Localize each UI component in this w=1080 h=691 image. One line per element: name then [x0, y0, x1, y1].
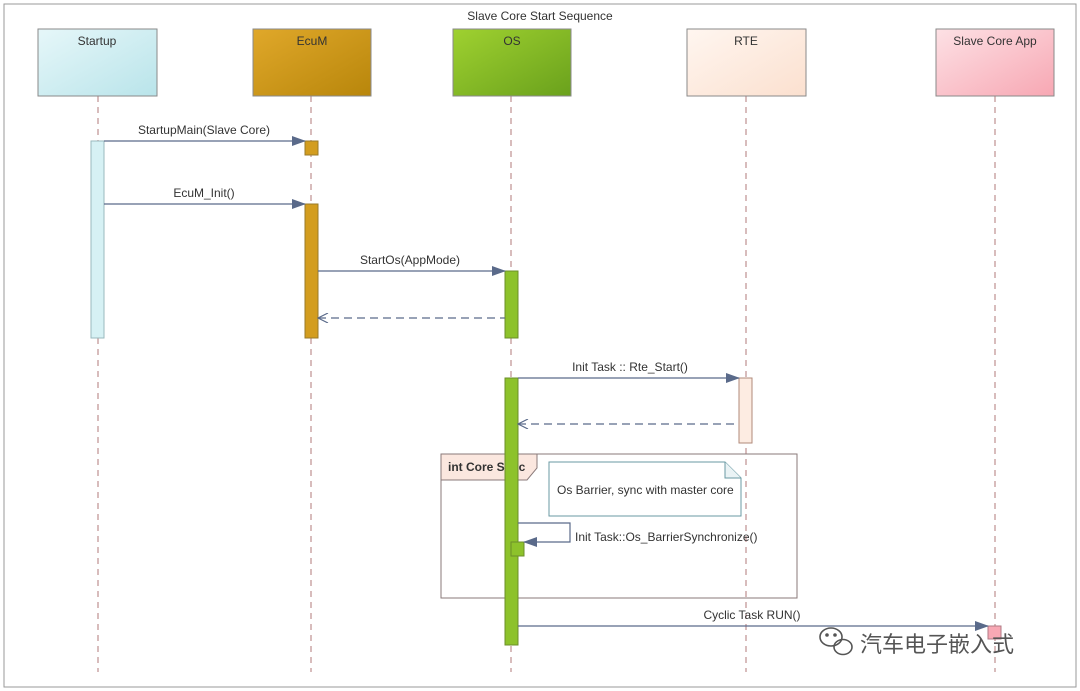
activation-startup [90, 140, 105, 339]
message-label-rte-start: Init Task :: Rte_Start() [572, 360, 688, 374]
lifeline-ecum-label: EcuM [297, 34, 328, 48]
diagram-frame [3, 3, 1077, 688]
lifeline-os-box [452, 28, 572, 97]
lifeline-ecum-box [252, 28, 372, 97]
lifeline-os-label: OS [503, 34, 520, 48]
diagram-title: Slave Core Start Sequence [467, 9, 613, 23]
activation-os-self [510, 541, 525, 557]
note: Os Barrier, sync with master core [548, 461, 742, 517]
message-label-cyclic-task: Cyclic Task RUN() [703, 608, 800, 622]
message-label-ecum-init: EcuM_Init() [173, 186, 234, 200]
lifeline-rte-label: RTE [734, 34, 758, 48]
message-labels: StartupMain(Slave Core) EcuM_Init() Star… [138, 123, 801, 622]
lifeline-startup-box [37, 28, 158, 97]
activation-app [987, 625, 1002, 640]
message-label-barrier: Init Task::Os_BarrierSynchronize() [575, 530, 758, 544]
watermark-text: 汽车电子嵌入式 [860, 633, 1014, 658]
activation-ecum-2 [304, 203, 319, 339]
lifeline-app-box [935, 28, 1055, 97]
note-text: Os Barrier, sync with master core [557, 483, 734, 497]
activation-ecum-1 [304, 140, 319, 156]
note-fold [724, 462, 741, 479]
lifeline-app-label: Slave Core App [953, 34, 1037, 48]
message-barrier-self-arrow [518, 522, 571, 547]
activation-rte [738, 377, 753, 444]
lifeline-startup-label: Startup [78, 34, 117, 48]
activation-os-2 [504, 377, 519, 646]
lifeline-heads: Startup EcuM OS RTE Slave Core App [37, 28, 1055, 97]
wechat-icon [819, 627, 853, 656]
note-box [548, 461, 742, 517]
watermark: 汽车电子嵌入式 [819, 627, 1014, 658]
fragment-frame [440, 453, 798, 599]
lifeline-rte-box [686, 28, 807, 97]
message-label-startos: StartOs(AppMode) [360, 253, 460, 267]
messages [104, 136, 989, 631]
message-label-startupmain: StartupMain(Slave Core) [138, 123, 270, 137]
activation-os-1 [504, 270, 519, 339]
